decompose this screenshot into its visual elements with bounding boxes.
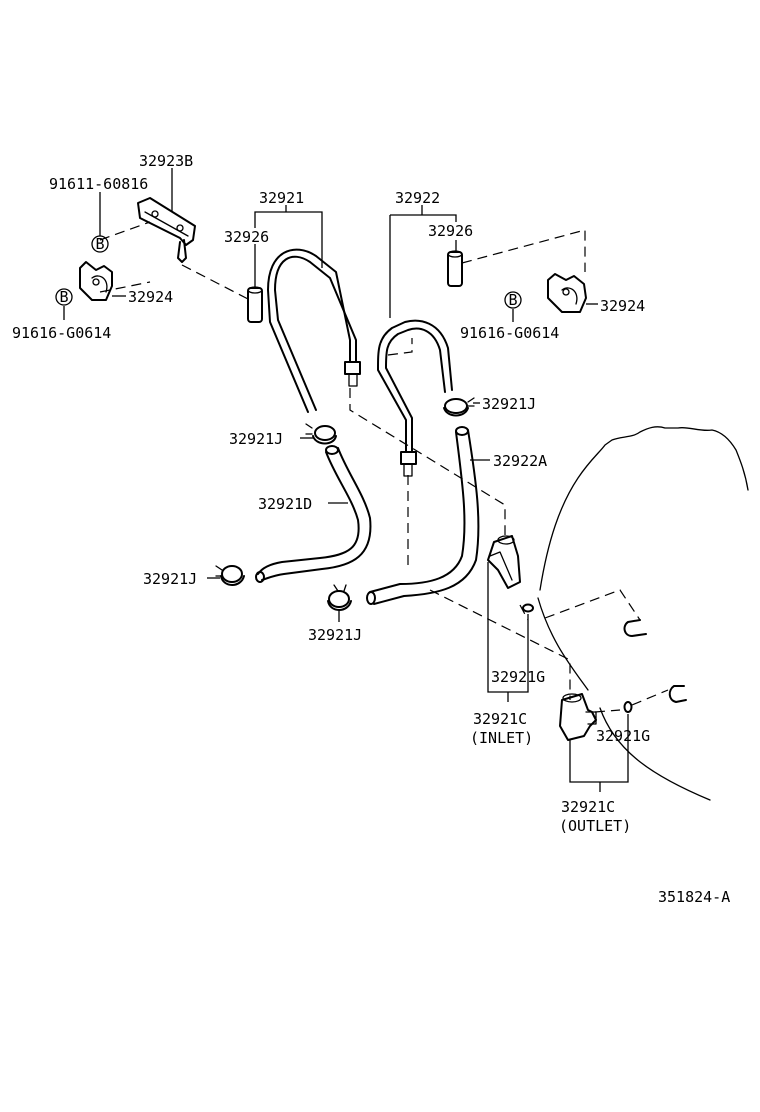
clip-32921j-3 bbox=[215, 565, 245, 586]
leader-lines bbox=[63, 168, 629, 792]
pipe-32922 bbox=[377, 319, 453, 477]
clip-32921j-4 bbox=[327, 584, 352, 611]
label-32921c-inlet: 32921C bbox=[473, 710, 527, 728]
label-32921j-left: 32921J bbox=[229, 430, 283, 448]
label-32924-right: 32924 bbox=[600, 297, 645, 315]
hose-32921d bbox=[255, 445, 372, 583]
grommet-left-32926 bbox=[247, 286, 263, 323]
label-32921g-outlet: 32921G bbox=[596, 727, 650, 745]
clamp-left-32924 bbox=[79, 261, 113, 301]
union-outlet-32921c bbox=[559, 693, 633, 741]
clip-32921j-2 bbox=[443, 397, 475, 417]
label-32921c-outlet: 32921C bbox=[561, 798, 615, 816]
engine-fitting-upper bbox=[623, 619, 647, 637]
label-32921j-upper: 32921J bbox=[482, 395, 536, 413]
gasket-inlet bbox=[522, 603, 534, 613]
label-32923b: 32923B bbox=[139, 152, 193, 170]
assembly-dashed-lines bbox=[99, 221, 669, 713]
bolt-marker-letter: B bbox=[95, 235, 104, 253]
diagram-code: 351824-A bbox=[658, 888, 730, 906]
bolt-marker-left: B bbox=[55, 288, 73, 306]
hose-32922a bbox=[366, 426, 480, 605]
label-91616-g0614-right: 91616-G0614 bbox=[460, 324, 559, 342]
label-32921j-lower-left: 32921J bbox=[143, 570, 197, 588]
label-32921d: 32921D bbox=[258, 495, 312, 513]
bracket-32923b bbox=[137, 197, 196, 263]
bolt-marker-letter: B bbox=[59, 288, 68, 306]
bolt-marker-right: B bbox=[504, 291, 522, 309]
label-32924-left: 32924 bbox=[128, 288, 173, 306]
label-32926-right: 32926 bbox=[428, 222, 473, 240]
union-inlet-32921c bbox=[487, 535, 534, 613]
grommet-right-32926 bbox=[447, 250, 463, 287]
bolt-marker-letter: B bbox=[508, 291, 517, 309]
pipe-32921 bbox=[267, 248, 361, 413]
clip-32921j-1 bbox=[305, 423, 337, 445]
label-32926-left: 32926 bbox=[224, 228, 269, 246]
label-32921j-lower: 32921J bbox=[308, 626, 362, 644]
label-outlet-note: (OUTLET) bbox=[559, 817, 631, 835]
engine-outline bbox=[537, 426, 749, 801]
engine-fitting-lower bbox=[668, 685, 687, 703]
label-inlet-note: (INLET) bbox=[470, 729, 533, 747]
label-91611-60816: 91611-60816 bbox=[49, 175, 148, 193]
bolt-marker-top: B bbox=[91, 235, 109, 253]
gasket-outlet bbox=[623, 701, 633, 713]
label-32921g-inlet: 32921G bbox=[491, 668, 545, 686]
part-labels: 32923B 91611-60816 91616-G0614 32924 329… bbox=[12, 152, 730, 906]
label-32922a: 32922A bbox=[493, 452, 547, 470]
label-91616-g0614-left: 91616-G0614 bbox=[12, 324, 111, 342]
label-32922: 32922 bbox=[395, 189, 440, 207]
clamp-right-32924 bbox=[547, 273, 587, 313]
label-32921: 32921 bbox=[259, 189, 304, 207]
